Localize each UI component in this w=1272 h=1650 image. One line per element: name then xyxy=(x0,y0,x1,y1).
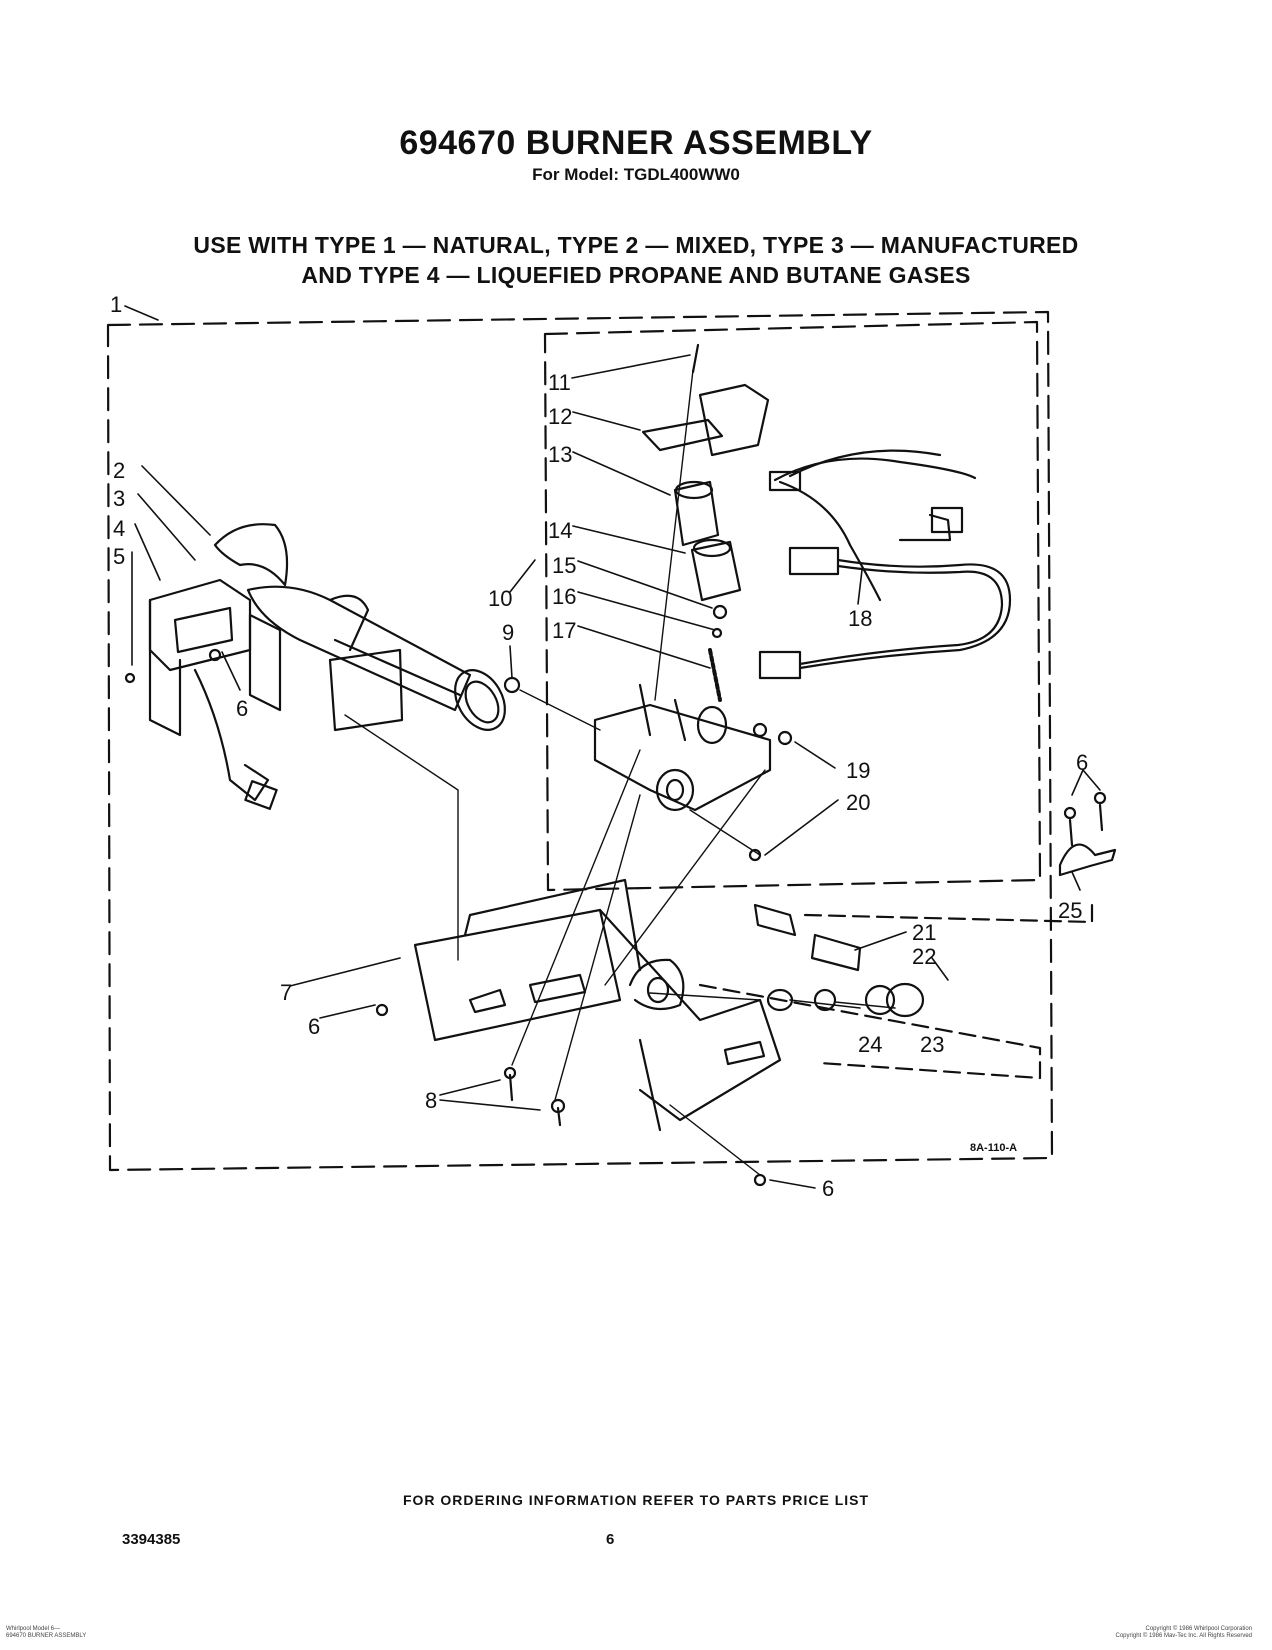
callout-14: 14 xyxy=(548,518,572,543)
burner-tube xyxy=(213,523,506,731)
screw-8-left xyxy=(508,1073,514,1102)
callout-6-bottom: 6 xyxy=(822,1176,834,1201)
gas-valve-body xyxy=(593,683,772,812)
callout-17: 17 xyxy=(552,618,576,643)
fine-print-left-line-1: Whirlpool Model 6— xyxy=(6,1626,61,1632)
screw-8-left-head xyxy=(503,1066,517,1080)
screw-6-igniter xyxy=(208,648,222,662)
callout-4: 4 xyxy=(113,516,125,541)
callout-24: 24 xyxy=(858,1032,882,1057)
fitting-group-bracket xyxy=(698,983,1042,1080)
part-19 xyxy=(777,730,793,746)
callout-leaders xyxy=(124,305,1101,1189)
callout-11: 11 xyxy=(548,370,571,395)
screw-6-bracket xyxy=(375,1003,389,1017)
assembly-line-9 xyxy=(519,689,601,731)
callout-1: 1 xyxy=(110,292,122,317)
assembly-line-valve-left xyxy=(511,749,641,1066)
callout-22: 22 xyxy=(912,944,936,969)
assembly-line-fittings xyxy=(649,992,761,1001)
callout-6-igniter: 6 xyxy=(236,696,248,721)
valve-group-boundary xyxy=(543,320,1042,892)
callout-18: 18 xyxy=(848,606,872,631)
assembly-line-valve-right xyxy=(604,769,766,986)
usage-note-line-1: USE WITH TYPE 1 — NATURAL, TYPE 2 — MIXE… xyxy=(193,232,1079,258)
callout-13: 13 xyxy=(548,442,572,467)
page-title: 694670 BURNER ASSEMBLY xyxy=(399,124,873,162)
callout-25: 25 xyxy=(1058,898,1082,923)
outer-boundary xyxy=(106,310,1054,1172)
drawing-reference-code: 8A-110-A xyxy=(970,1142,1018,1154)
document-number: 3394385 xyxy=(122,1531,181,1548)
assembly-line-stack xyxy=(654,369,694,701)
callout-5: 5 xyxy=(113,544,125,569)
callout-2: 2 xyxy=(113,458,125,483)
callout-15: 15 xyxy=(552,553,576,578)
model-subtitle: For Model: TGDL400WW0 xyxy=(532,165,740,184)
screw-8-right-head xyxy=(550,1098,566,1114)
shield-plate xyxy=(328,648,404,732)
nut-9 xyxy=(503,676,521,694)
callout-7: 7 xyxy=(280,980,292,1005)
page-number: 6 xyxy=(606,1531,615,1548)
screw-8-right xyxy=(556,1106,562,1127)
assembly-line-20 xyxy=(689,809,761,856)
fine-print-left: Whirlpool Model 6— 694670 BURNER ASSEMBL… xyxy=(6,1626,86,1640)
tube-clamp xyxy=(1058,791,1117,877)
callout-6-bracket: 6 xyxy=(308,1014,320,1039)
callout-9: 9 xyxy=(502,620,514,645)
assembly-line-6-bottom xyxy=(669,1104,761,1176)
screw-6-bottom xyxy=(753,1173,767,1187)
callout-10: 10 xyxy=(488,586,512,611)
fine-print-right-line-2: Copyright © 1986 Mav-Tec Inc. All Rights… xyxy=(1115,1633,1252,1639)
clamp-group-bracket xyxy=(803,898,1094,924)
igniter-bracket xyxy=(124,578,282,810)
callout-21: 21 xyxy=(912,920,936,945)
callout-8: 8 xyxy=(425,1088,437,1113)
wiring-harness xyxy=(758,449,1012,680)
assembly-line-tube xyxy=(344,714,459,961)
callout-23: 23 xyxy=(920,1032,944,1057)
manifold-bracket xyxy=(413,878,782,1132)
callout-6-clamp: 6 xyxy=(1076,750,1088,775)
assembly-line-valve-mid xyxy=(554,794,641,1101)
callout-19: 19 xyxy=(846,758,870,783)
usage-note-line-2: AND TYPE 4 — LIQUEFIED PROPANE AND BUTAN… xyxy=(301,262,971,288)
ordering-note: FOR ORDERING INFORMATION REFER TO PARTS … xyxy=(402,1492,870,1508)
callout-12: 12 xyxy=(548,404,572,429)
fine-print-right: Copyright © 1986 Whirlpool Corporation C… xyxy=(982,1626,1252,1640)
fine-print-right-line-1: Copyright © 1986 Whirlpool Corporation xyxy=(1145,1626,1252,1632)
callout-16: 16 xyxy=(552,584,576,609)
fine-print-left-line-2: 694670 BURNER ASSEMBLY xyxy=(6,1633,87,1639)
callout-3: 3 xyxy=(113,486,125,511)
callout-20: 20 xyxy=(846,790,870,815)
